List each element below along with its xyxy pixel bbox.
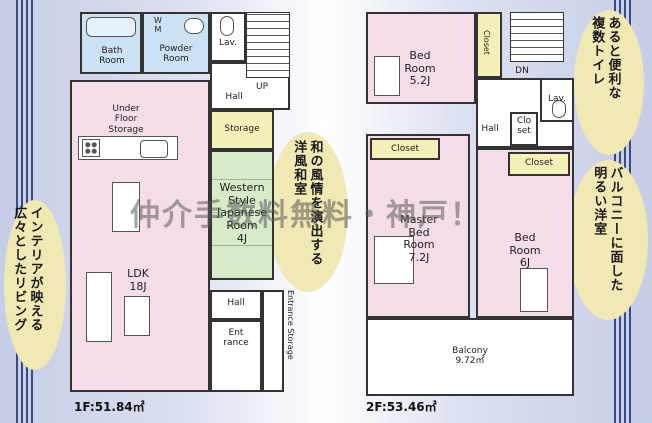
powder-room-label: Powder Room xyxy=(159,44,193,65)
callout-interior: インテリアが映える 広々としたリビング xyxy=(11,206,43,332)
sofa xyxy=(86,272,112,342)
closet-right-2f xyxy=(508,152,570,176)
under-floor-storage-label: Under Floor Storage xyxy=(108,104,144,135)
western-japanese-room xyxy=(210,150,274,280)
closet-top-2f xyxy=(476,12,502,78)
entrance-label: Ent rance xyxy=(223,328,249,349)
balcony-label: Balcony 9.72㎡ xyxy=(452,346,488,367)
callout-bubble-balcony xyxy=(568,160,648,320)
toilet-icon-2f xyxy=(552,100,566,118)
entrance-1f xyxy=(210,320,262,392)
washing-machine-label: W M xyxy=(154,16,162,35)
closet-right-label: Closet xyxy=(524,158,554,168)
bed-2 xyxy=(520,268,548,312)
storage-1f-label: Storage xyxy=(224,124,260,134)
closet-small-label: Clo set xyxy=(516,116,532,137)
entrance-storage xyxy=(262,290,284,392)
master-bed-room xyxy=(366,134,470,318)
coffee-table xyxy=(124,296,150,336)
hall-bottom-1f-label: Hall xyxy=(227,298,245,308)
up-label: UP xyxy=(255,82,268,92)
western-japanese-room-label: Western Style Japanese Room 4J xyxy=(217,181,267,245)
balcony xyxy=(366,318,574,396)
entrance-storage-label: Entrance Storage xyxy=(286,290,296,360)
floor2-area-label: 2F:53.46㎡ xyxy=(366,400,437,414)
closet-left-label: Closet xyxy=(390,144,420,154)
dining-table xyxy=(112,182,140,232)
dn-label: DN xyxy=(515,66,529,76)
closet-top-label: Closet xyxy=(482,30,492,55)
closet-left-2f xyxy=(370,138,440,160)
bathtub-icon xyxy=(86,17,136,37)
stove-icon xyxy=(82,139,100,157)
hall-bottom-1f xyxy=(210,290,262,320)
master-bed-room-label: Master Bed Room 7.2J xyxy=(400,213,438,264)
callout-toilets: あると便利な 複数トイレ xyxy=(589,16,621,100)
floor1-area-label: 1F:51.84㎡ xyxy=(74,400,145,414)
hall-top-1f-label: Hall xyxy=(225,92,243,102)
callout-japanese: 和の風情を演出する 洋風和室 xyxy=(291,140,323,266)
staircase-2f xyxy=(510,12,564,62)
bed-1 xyxy=(374,56,400,96)
callout-balcony: バルコニーに面した 明るい洋室 xyxy=(591,166,623,292)
lav-2f-label: Lav. xyxy=(547,94,567,104)
watermark-text: 仲介手数料無料・神戸！ xyxy=(130,198,482,233)
staircase-1f xyxy=(246,12,290,78)
bed-room-2-label: Bed Room 6J xyxy=(509,231,541,270)
lav-room-2f xyxy=(540,78,574,122)
ldk-label: LDK 18J xyxy=(127,267,149,293)
toilet-icon-1f xyxy=(220,16,234,36)
storage-1f xyxy=(210,110,274,150)
callout-bubble-japanese xyxy=(268,132,348,292)
master-bed xyxy=(374,236,414,284)
callout-bubble-interior xyxy=(4,200,66,370)
bed-room-1-label: Bed Room 5.2J xyxy=(404,49,436,88)
bed-room-2 xyxy=(476,148,574,318)
sink-icon xyxy=(140,140,168,158)
washbasin-icon xyxy=(184,18,204,34)
bath-room-label: Bath Room xyxy=(99,46,125,67)
hall-2f-label: Hall xyxy=(481,124,499,134)
closet-small-2f xyxy=(510,112,538,146)
callout-bubble-toilets xyxy=(574,10,644,155)
lav-1f-label: Lav. xyxy=(218,38,238,48)
